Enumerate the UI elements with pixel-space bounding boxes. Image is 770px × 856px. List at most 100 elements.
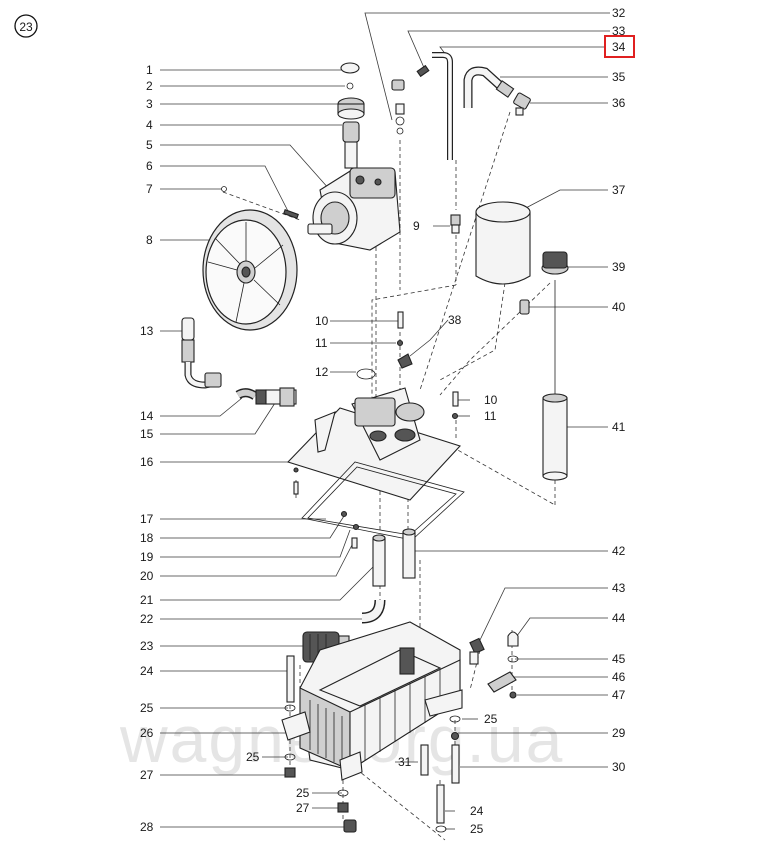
plug-part-28 (343, 819, 357, 833)
nut-part-27a (284, 767, 296, 778)
label-15: 15 (140, 427, 154, 441)
label-47: 47 (612, 688, 626, 702)
label-10b: 10 (484, 393, 498, 407)
pulley-part-8 (202, 209, 298, 331)
label-43: 43 (612, 581, 626, 595)
washer-part-45 (507, 655, 519, 663)
label-14: 14 (140, 409, 154, 423)
washer-part-11 (396, 339, 404, 347)
pipe-part-42 (402, 528, 416, 579)
label-25d: 25 (484, 712, 498, 726)
tank-housing (281, 621, 463, 781)
label-32: 32 (612, 6, 626, 20)
label-7: 7 (146, 182, 153, 196)
label-37: 37 (612, 183, 626, 197)
gasket-inner (307, 466, 457, 536)
washer-part-25d (449, 715, 461, 723)
label-4: 4 (146, 118, 153, 132)
label-24b: 24 (470, 804, 484, 818)
screw-part-18 (340, 510, 348, 518)
label-13: 13 (140, 324, 154, 338)
cap-part-1 (340, 62, 360, 74)
part-labels: 1 2 3 4 5 6 7 8 9 10 11 12 13 14 15 16 1… (140, 6, 626, 836)
label-25b: 25 (246, 750, 260, 764)
label-36: 36 (612, 96, 626, 110)
leader-lines (160, 12, 610, 830)
nipple-part-33 (416, 64, 430, 78)
label-2: 2 (146, 79, 153, 93)
label-25e: 25 (470, 822, 484, 836)
label-16: 16 (140, 455, 154, 469)
washer-part-25a (284, 704, 296, 712)
label-44: 44 (612, 611, 626, 625)
label-45: 45 (612, 652, 626, 666)
label-39: 39 (612, 260, 626, 274)
page-badge: 23 (14, 14, 38, 38)
label-18: 18 (140, 531, 154, 545)
svg-text:23: 23 (19, 20, 33, 34)
label-26: 26 (140, 726, 154, 740)
label-1: 1 (146, 63, 153, 77)
label-11a: 11 (315, 336, 328, 350)
washer-part-25c (337, 789, 349, 797)
label-8: 8 (146, 233, 153, 247)
label-29: 29 (612, 726, 626, 740)
label-9: 9 (413, 219, 420, 233)
ring-part-2 (346, 82, 354, 90)
key-part-6 (283, 209, 299, 219)
label-11b: 11 (484, 409, 497, 423)
label-35: 35 (612, 70, 626, 84)
fitting-part-9 (450, 214, 461, 234)
washer-part-25e (435, 825, 447, 833)
label-3: 3 (146, 97, 153, 111)
dipstick-part-39 (541, 251, 569, 395)
oring-part-12 (356, 368, 376, 380)
bolt-part-10b (452, 391, 459, 407)
tube-part-34 (432, 52, 453, 160)
gasket-part-17 (301, 461, 465, 541)
bolt-part-24 (286, 655, 295, 703)
label-34: 34 (612, 40, 626, 54)
bolt-part-30 (451, 744, 460, 784)
mounting-plate-part-16 (286, 387, 461, 501)
fitting-part-38 (397, 353, 413, 369)
elbow-part-32 (391, 79, 405, 135)
label-31: 31 (398, 755, 412, 769)
washer-part-29 (450, 731, 460, 741)
label-28: 28 (140, 820, 154, 834)
nut-part-27b (337, 802, 349, 813)
label-27a: 27 (140, 768, 154, 782)
label-10a: 10 (315, 314, 329, 328)
pump-part-5 (307, 167, 401, 251)
label-20: 20 (140, 569, 154, 583)
label-17: 17 (140, 512, 154, 526)
label-5: 5 (146, 138, 153, 152)
filter-cup-part-37 (475, 201, 531, 285)
washer-part-25b (284, 753, 296, 761)
label-33: 33 (612, 24, 626, 38)
adapter-part-15 (255, 387, 297, 407)
label-21: 21 (140, 593, 154, 607)
bolt-part-20 (351, 537, 358, 549)
bolt-part-31 (420, 744, 429, 776)
label-41: 41 (612, 420, 626, 434)
screw-part-7 (221, 186, 227, 192)
elbow-part-36 (513, 92, 531, 116)
washer-part-19 (352, 523, 360, 531)
label-6: 6 (146, 159, 153, 173)
hose-part-13 (181, 317, 222, 389)
label-22: 22 (140, 612, 154, 626)
label-12: 12 (315, 365, 329, 379)
highlight-box (604, 35, 635, 58)
fitting-part-43 (469, 637, 485, 665)
elbow-part-14 (235, 388, 258, 400)
cylinder-part-41 (542, 393, 568, 481)
washer-part-47 (509, 691, 517, 699)
label-25c: 25 (296, 786, 310, 800)
label-27b: 27 (296, 801, 310, 815)
cap-part-44 (507, 631, 519, 647)
bolt-part-24b (436, 784, 445, 824)
label-25a: 25 (140, 701, 154, 715)
bracket-part-46 (487, 671, 517, 693)
